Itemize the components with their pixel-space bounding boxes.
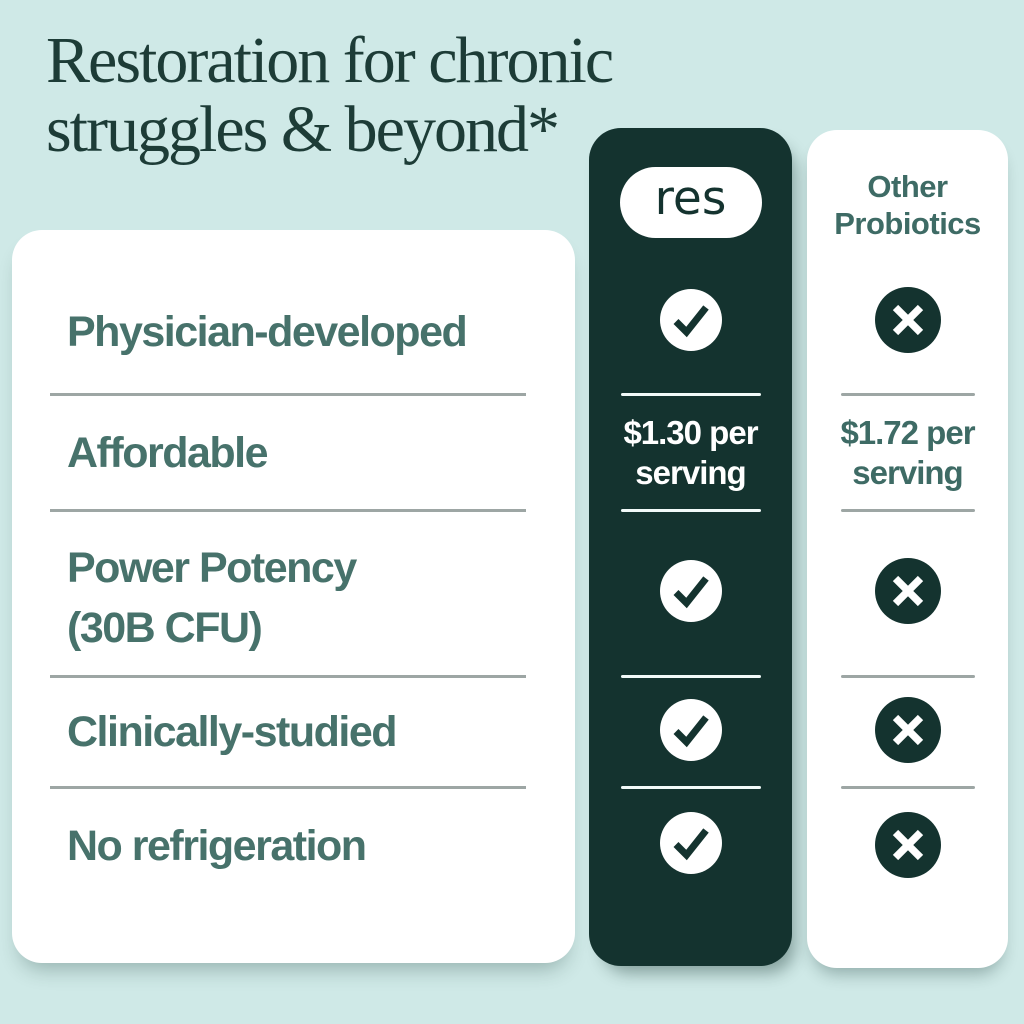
res-column: res $1.30 per serving <box>589 128 792 966</box>
divider <box>840 675 975 678</box>
page-title-line1: Restoration for chronic <box>46 24 614 97</box>
other-cross-cell <box>807 512 1008 675</box>
divider <box>620 509 761 512</box>
other-price-line2: serving <box>852 453 963 491</box>
feature-row-affordable: Affordable <box>12 396 575 509</box>
divider <box>620 675 761 678</box>
res-header-cell: res <box>589 128 792 393</box>
feature-label: (30B CFU) <box>67 604 263 652</box>
feature-label: Clinically-studied <box>67 708 398 756</box>
other-cross-cell <box>807 678 1008 786</box>
page-title: Restoration for chronic struggles & beyo… <box>46 24 614 166</box>
check-icon <box>659 289 722 356</box>
feature-label: Affordable <box>67 428 269 477</box>
divider <box>50 675 526 678</box>
other-column-title: Other Probiotics <box>834 168 981 242</box>
divider <box>840 509 975 512</box>
feature-row-power-potency: Power Potency (30B CFU) <box>12 512 575 675</box>
feature-label: Physician-developed <box>67 307 468 356</box>
res-logo: res <box>619 167 762 238</box>
check-icon <box>659 698 722 766</box>
feature-row-physician-developed: Physician-developed <box>12 230 575 393</box>
feature-label: No refrigeration <box>67 822 367 870</box>
feature-row-clinically-studied: Clinically-studied <box>12 678 575 786</box>
cross-icon <box>874 696 941 768</box>
cross-icon <box>874 558 941 629</box>
divider <box>840 786 975 789</box>
res-price-line2: serving <box>635 453 746 491</box>
other-price-cell: $1.72 per serving <box>807 396 1008 509</box>
cross-icon <box>874 287 941 358</box>
other-title-line1: Other <box>867 169 948 204</box>
res-logo-text: res <box>654 171 727 226</box>
cross-icon <box>874 812 941 883</box>
res-price-line1: $1.30 per <box>623 413 758 451</box>
other-header-cell: Other Probiotics <box>807 130 1008 393</box>
check-icon <box>659 560 722 627</box>
page-title-line2: struggles & beyond* <box>46 93 560 166</box>
divider <box>50 786 526 789</box>
divider <box>620 786 761 789</box>
divider <box>50 509 526 512</box>
other-cross-cell <box>807 789 1008 968</box>
res-check-cell <box>589 678 792 786</box>
feature-label: Power Potency <box>67 544 357 592</box>
other-probiotics-column: Other Probiotics $1.72 per serving <box>807 130 1008 968</box>
divider <box>620 393 761 396</box>
check-icon <box>659 812 722 879</box>
divider <box>840 393 975 396</box>
res-check-cell <box>589 512 792 675</box>
res-price-cell: $1.30 per serving <box>589 396 792 509</box>
other-title-line2: Probiotics <box>834 206 981 241</box>
divider <box>50 393 526 396</box>
res-check-cell <box>589 789 792 966</box>
features-card: Physician-developed Affordable Power Pot… <box>12 230 575 963</box>
other-price-line1: $1.72 per <box>840 413 975 451</box>
feature-row-no-refrigeration: No refrigeration <box>12 789 575 963</box>
